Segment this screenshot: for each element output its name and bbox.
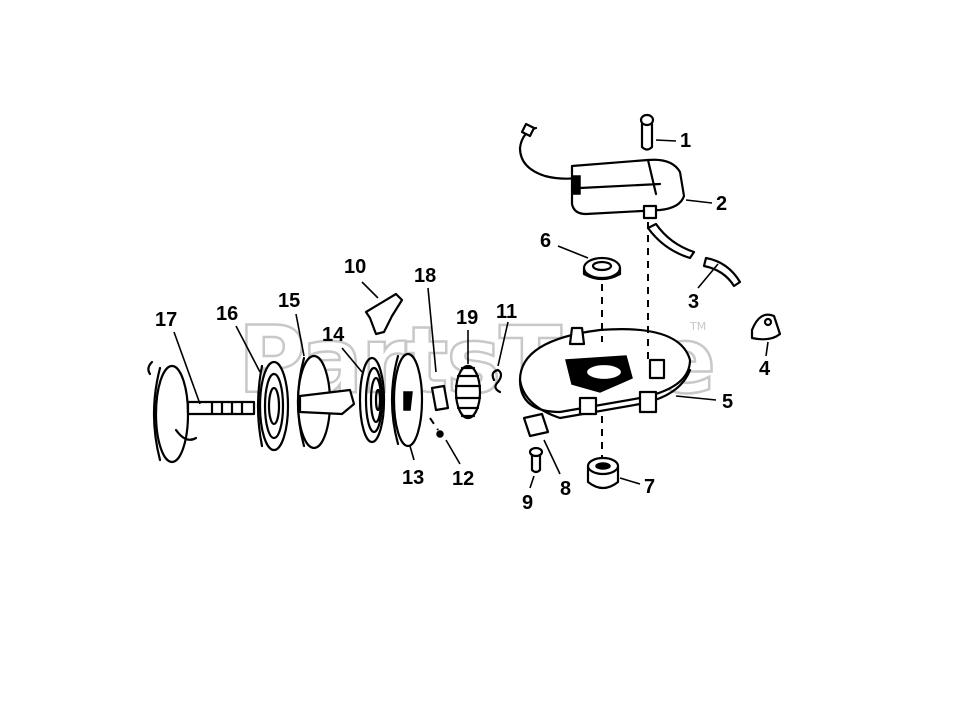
callout-15: 15 bbox=[278, 290, 300, 312]
part-18-pin[interactable] bbox=[430, 384, 450, 412]
callout-13: 13 bbox=[402, 467, 424, 489]
part-15-pulley[interactable] bbox=[296, 354, 356, 450]
callout-4: 4 bbox=[759, 358, 771, 380]
part-6-washer[interactable] bbox=[582, 256, 622, 281]
part-2-coil[interactable] bbox=[518, 122, 686, 220]
watermark-tm: TM bbox=[689, 320, 706, 333]
alignment-lines bbox=[429, 222, 649, 458]
callout-5: 5 bbox=[722, 391, 733, 413]
callout-1: 1 bbox=[680, 130, 691, 152]
part-5-base-plate[interactable] bbox=[518, 326, 692, 420]
callout-10: 10 bbox=[344, 256, 366, 278]
callout-7: 7 bbox=[644, 476, 655, 498]
part-17-shaft[interactable] bbox=[147, 360, 256, 464]
part-11-spring-clip[interactable] bbox=[491, 368, 503, 394]
callout-19: 19 bbox=[456, 307, 478, 329]
callout-12: 12 bbox=[452, 468, 474, 490]
callout-16: 16 bbox=[216, 303, 238, 325]
part-7-bushing[interactable] bbox=[586, 456, 620, 490]
part-8-clip[interactable] bbox=[522, 412, 550, 438]
callout-14: 14 bbox=[322, 324, 345, 346]
callout-18: 18 bbox=[414, 265, 436, 287]
part-12-screw[interactable] bbox=[436, 430, 444, 438]
part-4-cap[interactable] bbox=[750, 313, 782, 341]
part-9-screw[interactable] bbox=[528, 446, 544, 474]
part-16-pulley-gear[interactable] bbox=[256, 360, 290, 452]
callout-17: 17 bbox=[155, 309, 177, 331]
callout-2: 2 bbox=[716, 193, 727, 215]
callout-11: 11 bbox=[496, 301, 517, 323]
leader-lines bbox=[173, 139, 769, 489]
part-3-tube[interactable] bbox=[646, 222, 742, 288]
callout-8: 8 bbox=[560, 478, 571, 500]
part-14-spring[interactable] bbox=[358, 356, 386, 444]
callout-3: 3 bbox=[688, 291, 699, 313]
callout-labels: 1 2 3 4 5 6 7 8 9 10 11 12 13 14 15 16 1… bbox=[155, 130, 771, 514]
callout-6: 6 bbox=[540, 230, 551, 252]
part-19-gear[interactable] bbox=[454, 364, 482, 420]
part-13-disc[interactable] bbox=[390, 352, 424, 448]
callout-9: 9 bbox=[522, 492, 533, 514]
part-10-pawl[interactable] bbox=[364, 292, 404, 336]
part-1-screw[interactable] bbox=[639, 113, 655, 151]
